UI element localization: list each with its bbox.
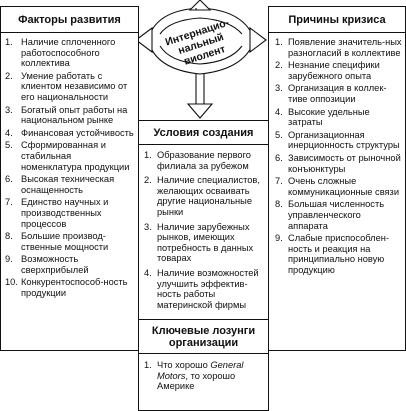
list-item: 1. Образование первого филиала за рубежом: [144, 150, 265, 171]
item-text: Наличие специалистов, желающих осваивать…: [157, 175, 260, 217]
item-number: 9.: [275, 233, 283, 244]
item-number: 8.: [5, 231, 13, 242]
item-text: Сформированная и стабильная номенклатура…: [21, 140, 130, 172]
item-number: 3.: [5, 104, 13, 115]
item-text: Появление значитель-ных разногласий в ко…: [288, 37, 402, 58]
item-number: 2.: [144, 175, 152, 186]
key-slogans-panel: Ключевые лозунги организации 1. Что хоро…: [138, 319, 269, 411]
item-number: 1.: [144, 360, 152, 370]
development-factors-title: Факторы развития: [1, 7, 138, 33]
list-item: 8. Большие производ-ственные мощности: [5, 231, 134, 252]
list-item: 3. Наличие зарубежных рынков, имеющих пот…: [144, 222, 265, 264]
crisis-causes-list: 1. Появление значитель-ных разногласий в …: [269, 37, 405, 277]
list-item: 2. Умение работать с клиентом независимо …: [5, 71, 134, 103]
item-number: 9.: [5, 254, 13, 265]
item-text: Возможность сверхприбылей: [21, 254, 89, 275]
item-number: 6.: [5, 174, 13, 185]
list-item: 1. Наличие сплоченного работоспособного к…: [5, 37, 134, 69]
item-number: 8.: [275, 199, 283, 210]
item-number: 3.: [144, 221, 152, 232]
development-factors-panel: Факторы развития 1. Наличие сплоченного р…: [0, 6, 139, 351]
list-item: 6. Высокая техническая оснащенность: [5, 174, 134, 195]
item-text: Организация в коллек-тиве оппозиции: [288, 83, 387, 104]
list-item: 5. Сформированная и стабильная номенклату…: [5, 140, 134, 172]
item-number: 4.: [144, 267, 152, 278]
item-text: Наличие сплоченного работоспособного кол…: [21, 37, 116, 69]
creation-conditions-list: 1. Образование первого филиала за рубежом…: [139, 150, 268, 314]
item-number: 4.: [275, 106, 283, 117]
item-text: Очень сложные коммуникационные связи: [288, 176, 400, 197]
item-number: 5.: [275, 129, 283, 140]
item-number: 1.: [275, 37, 283, 47]
item-text: Что хорошо General Motors, то хорошо Аме…: [157, 360, 265, 392]
creation-conditions-panel: Условия создания 1. Образование первого ф…: [138, 120, 269, 320]
item-text: Умение работать с клиентом независимо от…: [21, 70, 128, 102]
list-item: 2. Незнание специфики зарубежного опыта: [275, 60, 402, 81]
slogan-company-name: General Motors: [157, 360, 244, 381]
development-factors-list: 1. Наличие сплоченного работоспособного к…: [1, 37, 138, 301]
item-number: 3.: [275, 83, 283, 94]
item-text: Высокие удельные затраты: [288, 106, 370, 128]
item-text: Высокая техническая оснащенность: [21, 174, 115, 195]
key-slogans-list: 1. Что хорошо General Motors, то хорошо …: [139, 360, 268, 394]
item-number: 1.: [144, 150, 152, 160]
list-item: 3. Организация в коллек-тиве оппозиции: [275, 83, 402, 104]
list-item: 1. Появление значитель-ных разногласий в …: [275, 37, 402, 58]
item-number: 10.: [5, 277, 18, 288]
list-item: 7. Очень сложные коммуникационные связи: [275, 176, 402, 197]
creation-conditions-title: Условия создания: [139, 121, 268, 145]
item-number: 2.: [5, 70, 13, 81]
item-text: Образование первого филиала за рубежом: [157, 150, 251, 171]
item-number: 2.: [275, 60, 283, 71]
item-text: Наличие зарубежных рынков, имеющих потре…: [157, 221, 254, 264]
item-number: 6.: [275, 152, 283, 163]
list-item: 4. Финансовая устойчивость: [5, 128, 134, 139]
list-item: 3. Богатый опыт работы на национальном ры…: [5, 105, 134, 126]
item-text: Богатый опыт работы на национальном рынк…: [21, 104, 128, 126]
item-text: Большие производ-ственные мощности: [21, 231, 109, 252]
list-item: 9. Возможность сверхприбылей: [5, 254, 134, 275]
item-number: 5.: [5, 140, 13, 151]
item-text: Незнание специфики зарубежного опыта: [288, 60, 380, 81]
list-item: 2. Наличие специалистов, желающих осваива…: [144, 175, 265, 217]
crisis-causes-panel: Причины кризиса 1. Появление значитель-ны…: [268, 6, 406, 351]
item-text: Единство научных и производственных проц…: [21, 197, 109, 229]
list-item: 1. Что хорошо General Motors, то хорошо …: [144, 360, 265, 392]
list-item: 4. Наличие возможностей улучшить эффектив…: [144, 268, 265, 310]
key-slogans-title: Ключевые лозунги организации: [139, 320, 268, 354]
item-text: Слабые приспособлен-ность и реакция на п…: [288, 233, 389, 275]
list-item: 8. Большая численность управленческого ап…: [275, 199, 402, 231]
list-item: 5. Организационная инерционность структур…: [275, 130, 402, 151]
item-text: Большая численность управленческого аппа…: [288, 199, 385, 231]
item-number: 1.: [5, 37, 13, 47]
item-text: Зависимость от рыночной конъюнктуры: [288, 152, 401, 174]
item-number: 4.: [5, 127, 13, 138]
list-item: 10.Конкурентоспособ-ность продукции: [5, 277, 134, 298]
slogan-text-after: , то хорошо Америке: [157, 370, 236, 392]
list-item: 4. Высокие удельные затраты: [275, 107, 402, 128]
slogan-text-before: Что хорошо: [157, 360, 211, 370]
item-text: Организационная инерционность структуры: [288, 129, 400, 151]
crisis-causes-title: Причины кризиса: [269, 7, 405, 33]
item-number: 7.: [5, 197, 13, 208]
item-text: Финансовая устойчивость: [21, 127, 134, 138]
item-text: Наличие возможностей улучшить эффектив-н…: [157, 267, 259, 310]
list-item: 7. Единство научных и производственных пр…: [5, 197, 134, 229]
item-text: Конкурентоспособ-ность продукции: [21, 277, 128, 299]
list-item: 9. Слабые приспособлен-ность и реакция на…: [275, 233, 402, 275]
item-number: 7.: [275, 176, 283, 187]
list-item: 6. Зависимость от рыночной конъюнктуры: [275, 153, 402, 174]
